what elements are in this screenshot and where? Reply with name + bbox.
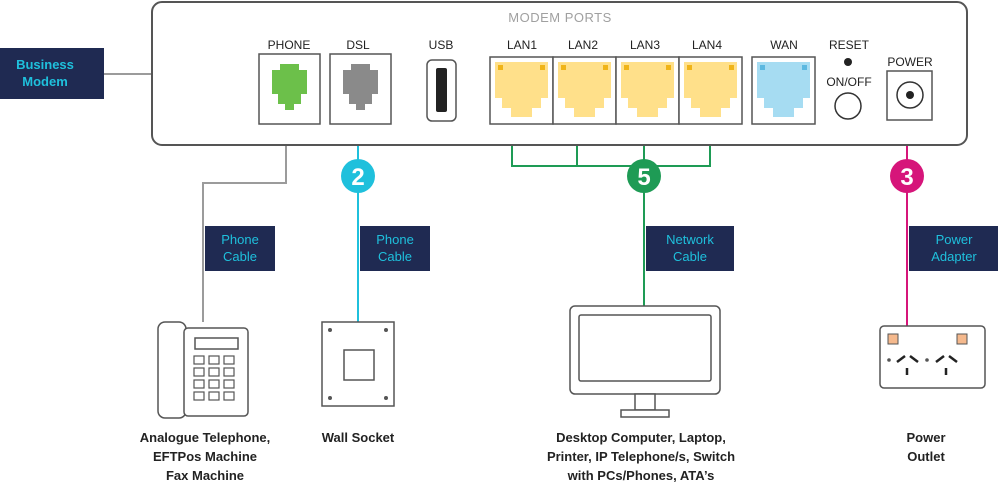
modem-ports-title: MODEM PORTS [508,10,612,25]
wan-led-icon [802,65,807,70]
port-labels: PHONE DSL USB LAN1 LAN2 LAN3 LAN4 WAN RE… [268,38,933,89]
reset-label: RESET [829,38,870,52]
usb-icon [436,68,447,112]
caption-line: EFTPos Machine [153,449,257,464]
rj11-icon [272,64,307,110]
caption-line: Desktop Computer, Laptop, [556,430,726,445]
phone-port[interactable] [258,53,321,125]
wan-port-label: WAN [770,38,798,52]
lan-led-icon [624,65,629,70]
wall-socket-caption: Wall Socket [322,430,395,445]
lan-led-icon [666,65,671,70]
step-3-number: 3 [900,164,913,191]
business-modem-label-line1: Business [16,57,74,72]
wall-socket-icon [321,321,395,407]
cable-label-line: Power [936,232,974,247]
caption-line: Power [906,430,945,445]
power-jack-pin-icon [906,91,914,99]
power-port-frame [886,70,933,121]
phone-cable-label-left: Phone Cable [205,226,275,271]
cable-label-line: Network [666,232,714,247]
caption-line: Wall Socket [322,430,395,445]
lan-ports [489,56,743,125]
lan3-port[interactable] [615,56,680,125]
cable-label-line: Adapter [931,249,977,264]
dsl-port[interactable] [329,53,392,125]
cable-label-line: Cable [673,249,707,264]
phone-cable-label-dsl: Phone Cable [360,226,430,271]
rj45-icon [558,62,611,117]
lan-bus-line [511,146,711,167]
power-port-label: POWER [887,55,933,69]
wan-led-icon [760,65,765,70]
step-2-number: 2 [351,164,364,191]
cable-label-line: Phone [221,232,259,247]
rj45-icon [621,62,674,117]
caption-line: Analogue Telephone, [140,430,271,445]
lan-led-icon [561,65,566,70]
phone-cable-line [202,146,287,322]
caption-line: with PCs/Phones, ATA’s [567,468,715,483]
cable-label-line: Phone [376,232,414,247]
lan-led-icon [540,65,545,70]
lan3-port-label: LAN3 [630,38,660,52]
business-modem-label-line2: Modem [22,74,68,89]
step-3-badge: 3 [890,159,924,193]
step-5-number: 5 [637,164,650,191]
lan2-port[interactable] [552,56,617,125]
power-outlet-caption: Power Outlet [906,430,945,464]
step-2-badge: 2 [341,159,375,193]
step-5-badge: 5 [627,159,661,193]
lan2-port-label: LAN2 [568,38,598,52]
lan-led-icon [498,65,503,70]
computer-monitor-icon [569,305,721,418]
cable-label-line: Cable [378,249,412,264]
network-cable-label: Network Cable [646,226,734,271]
business-modem-label: Business Modem [0,48,104,99]
onoff-button[interactable] [834,92,862,120]
phone-port-label: PHONE [268,38,311,52]
computer-caption: Desktop Computer, Laptop, Printer, IP Te… [547,430,735,483]
onoff-label: ON/OFF [826,75,871,89]
rj45-icon [684,62,737,117]
lan-led-icon [603,65,608,70]
cable-label-line: Cable [223,249,257,264]
lan4-port-label: LAN4 [692,38,722,52]
usb-port-label: USB [429,38,454,52]
caption-line: Fax Machine [166,468,244,483]
wan-port[interactable] [751,56,816,125]
lan-led-icon [687,65,692,70]
reset-button[interactable] [844,58,852,66]
lan1-port[interactable] [489,56,554,125]
power-outlet-icon [879,325,986,389]
telephone-icon [157,321,249,419]
telephone-caption: Analogue Telephone, EFTPos Machine Fax M… [140,430,271,483]
lan1-port-label: LAN1 [507,38,537,52]
rj11-icon [343,64,378,110]
power-adapter-label: Power Adapter [909,226,998,271]
power-port[interactable] [886,70,933,121]
caption-line: Outlet [907,449,945,464]
usb-port[interactable] [426,59,457,122]
caption-line: Printer, IP Telephone/s, Switch [547,449,735,464]
lan4-port[interactable] [678,56,743,125]
rj45-icon [495,62,548,117]
rj45-icon [757,62,810,117]
lan-led-icon [729,65,734,70]
dsl-port-label: DSL [346,38,370,52]
